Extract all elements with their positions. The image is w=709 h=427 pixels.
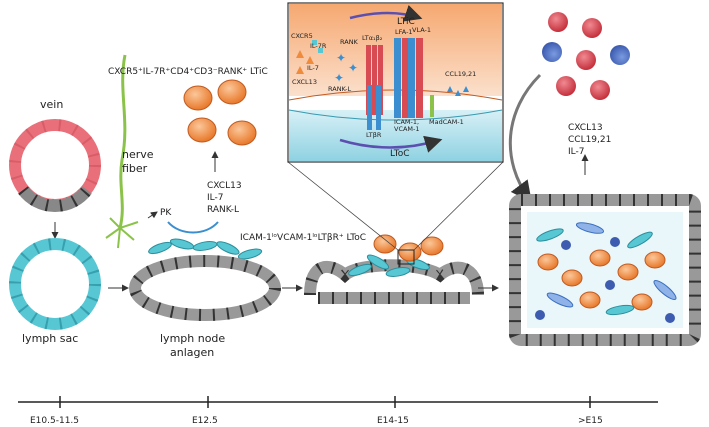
vein-structure (9, 119, 101, 212)
timeline-label-1: E10.5-11.5 (30, 416, 79, 426)
inset-cxcl13-label: CXCL13 (292, 78, 317, 86)
lymph-sac-structure (9, 238, 101, 330)
inset-ccl1921-label: CCL19,21 (445, 70, 476, 78)
anlagen-label-line2: anlagen (170, 346, 214, 359)
inset-il7r-label: IL-7R (310, 42, 327, 50)
molecular-inset: ✦ ✦ ✦ (287, 2, 504, 163)
svg-text:✦: ✦ (334, 71, 344, 85)
inset-vcam-label: VCAM-1 (394, 125, 420, 133)
factor-il7-mid: IL-7 (207, 193, 223, 203)
vein-label: vein (40, 98, 63, 111)
recruitment-arrow (508, 73, 542, 203)
timeline-label-2: E12.5 (192, 416, 218, 426)
pk-label: PK (160, 208, 172, 218)
inset-ltic-title: LTiC (397, 17, 415, 27)
inset-il7-label: IL-7 (307, 64, 319, 72)
stromal-arc (167, 221, 219, 234)
stage3-ltic-cells (373, 234, 444, 262)
zoom-line-left (287, 161, 399, 251)
inset-ltoc-title: LToC (390, 149, 410, 159)
inset-lfa1-label: LFA-1 (395, 28, 413, 36)
anlagen-vessel (129, 255, 281, 321)
stage4-cells-top (542, 12, 630, 100)
pk-arrow (147, 211, 158, 219)
ltic-cells-cluster (183, 79, 257, 146)
inset-madcam-label: MadCAM-1 (429, 118, 464, 126)
anlagen-label-line1: lymph node (160, 332, 225, 345)
nerve-label-line1: nerve (122, 148, 154, 161)
svg-text:✦: ✦ (336, 51, 346, 65)
ltoc-cells-stage2 (148, 238, 263, 260)
stage3-vessel (304, 259, 484, 304)
inset-ltbr-label: LTβR (366, 131, 382, 139)
factor-cxcl13-right: CXCL13 (568, 123, 603, 133)
nerve-label-line2: fiber (122, 162, 148, 175)
timeline-label-4: >E15 (578, 416, 603, 426)
inset-rankl-label: RANK-L (328, 85, 351, 93)
lymph-sac-label: lymph sac (22, 332, 78, 345)
factor-cxcl13-mid: CXCL13 (207, 181, 242, 191)
zoom-box (397, 249, 415, 265)
factor-ccl1921-right: CCL19,21 (568, 135, 611, 145)
timeline (18, 396, 658, 408)
factor-il7-right: IL-7 (568, 147, 584, 157)
timeline-label-3: E14-15 (377, 416, 409, 426)
mature-node-cells (535, 222, 677, 323)
ltoc-phenotype-label: ICAM-1ˡᵒVCAM-1ˡᵒLTβR⁺ LToC (240, 233, 366, 243)
inset-cxcr5-label: CXCR5 (291, 32, 313, 40)
inset-vla1-label: VLA-1 (412, 26, 431, 34)
inset-icam-label: ICAM-1, (394, 118, 419, 126)
factor-rankl-mid: RANK-L (207, 205, 239, 215)
inset-rank-label: RANK (340, 38, 359, 46)
inset-lta1b2-label: LTα₁β₂ (362, 34, 383, 42)
svg-text:✦: ✦ (348, 61, 358, 75)
ltic-phenotype-label: CXCR5⁺IL-7R⁺CD4⁺CD3⁻RANK⁺ LTiC (108, 67, 268, 77)
nerve-fiber (105, 54, 139, 249)
zoom-line-right (413, 161, 504, 251)
